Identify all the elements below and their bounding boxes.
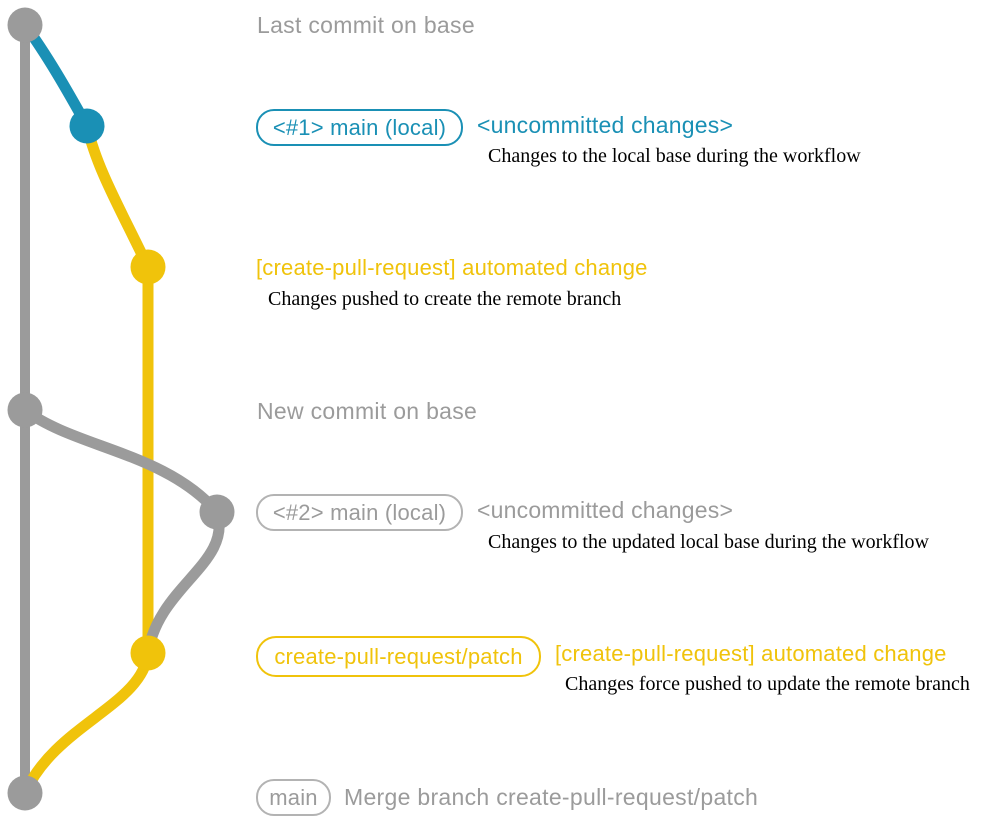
commit-node-automated-2	[130, 635, 166, 671]
branch-label-main: main	[256, 779, 331, 816]
commit-node-uncommitted-2	[199, 494, 235, 530]
merge-curve	[19, 652, 154, 796]
status-uncommitted-1: <uncommitted changes>	[477, 112, 734, 138]
patch-branch-creation-curve	[81, 124, 153, 270]
note-push-1: Changes pushed to create the remote bran…	[268, 288, 622, 310]
heading-new-commit: New commit on base	[257, 398, 478, 424]
commit-graph	[7, 7, 235, 811]
heading-last-commit: Last commit on base	[257, 12, 475, 38]
commit-node-new-base	[7, 392, 43, 428]
note-push-2: Changes force pushed to update the remot…	[565, 673, 970, 695]
branch-label-patch-text: create-pull-request/patch	[274, 643, 523, 669]
note-local-2: Changes to the updated local base during…	[488, 531, 929, 553]
branch-label-main-local-2-text: <#2> main (local)	[272, 499, 447, 525]
rebased-local-branch-curve	[21, 405, 222, 516]
force-push-curve	[142, 510, 225, 654]
note-local-1: Changes to the local base during the wor…	[488, 145, 861, 167]
commit-node-last-base	[7, 7, 43, 43]
branch-label-main-local-2: <#2> main (local)	[256, 494, 463, 531]
commit-node-merge	[7, 775, 43, 811]
commit-node-automated-1	[130, 249, 166, 285]
branch-label-patch: create-pull-request/patch	[256, 636, 541, 677]
commit-node-uncommitted-1	[69, 108, 105, 144]
commit-message-automated-2: [create-pull-request] automated change	[555, 641, 947, 666]
commit-message-automated-1: [create-pull-request] automated change	[256, 255, 648, 280]
branch-label-main-text: main	[269, 784, 318, 810]
branch-label-main-local-1-text: <#1> main (local)	[272, 114, 447, 140]
local-main-branch-curve	[20, 21, 92, 129]
commit-message-merge: Merge branch create-pull-request/patch	[344, 784, 759, 810]
status-uncommitted-2: <uncommitted changes>	[477, 497, 734, 523]
branch-label-main-local-1: <#1> main (local)	[256, 109, 463, 146]
